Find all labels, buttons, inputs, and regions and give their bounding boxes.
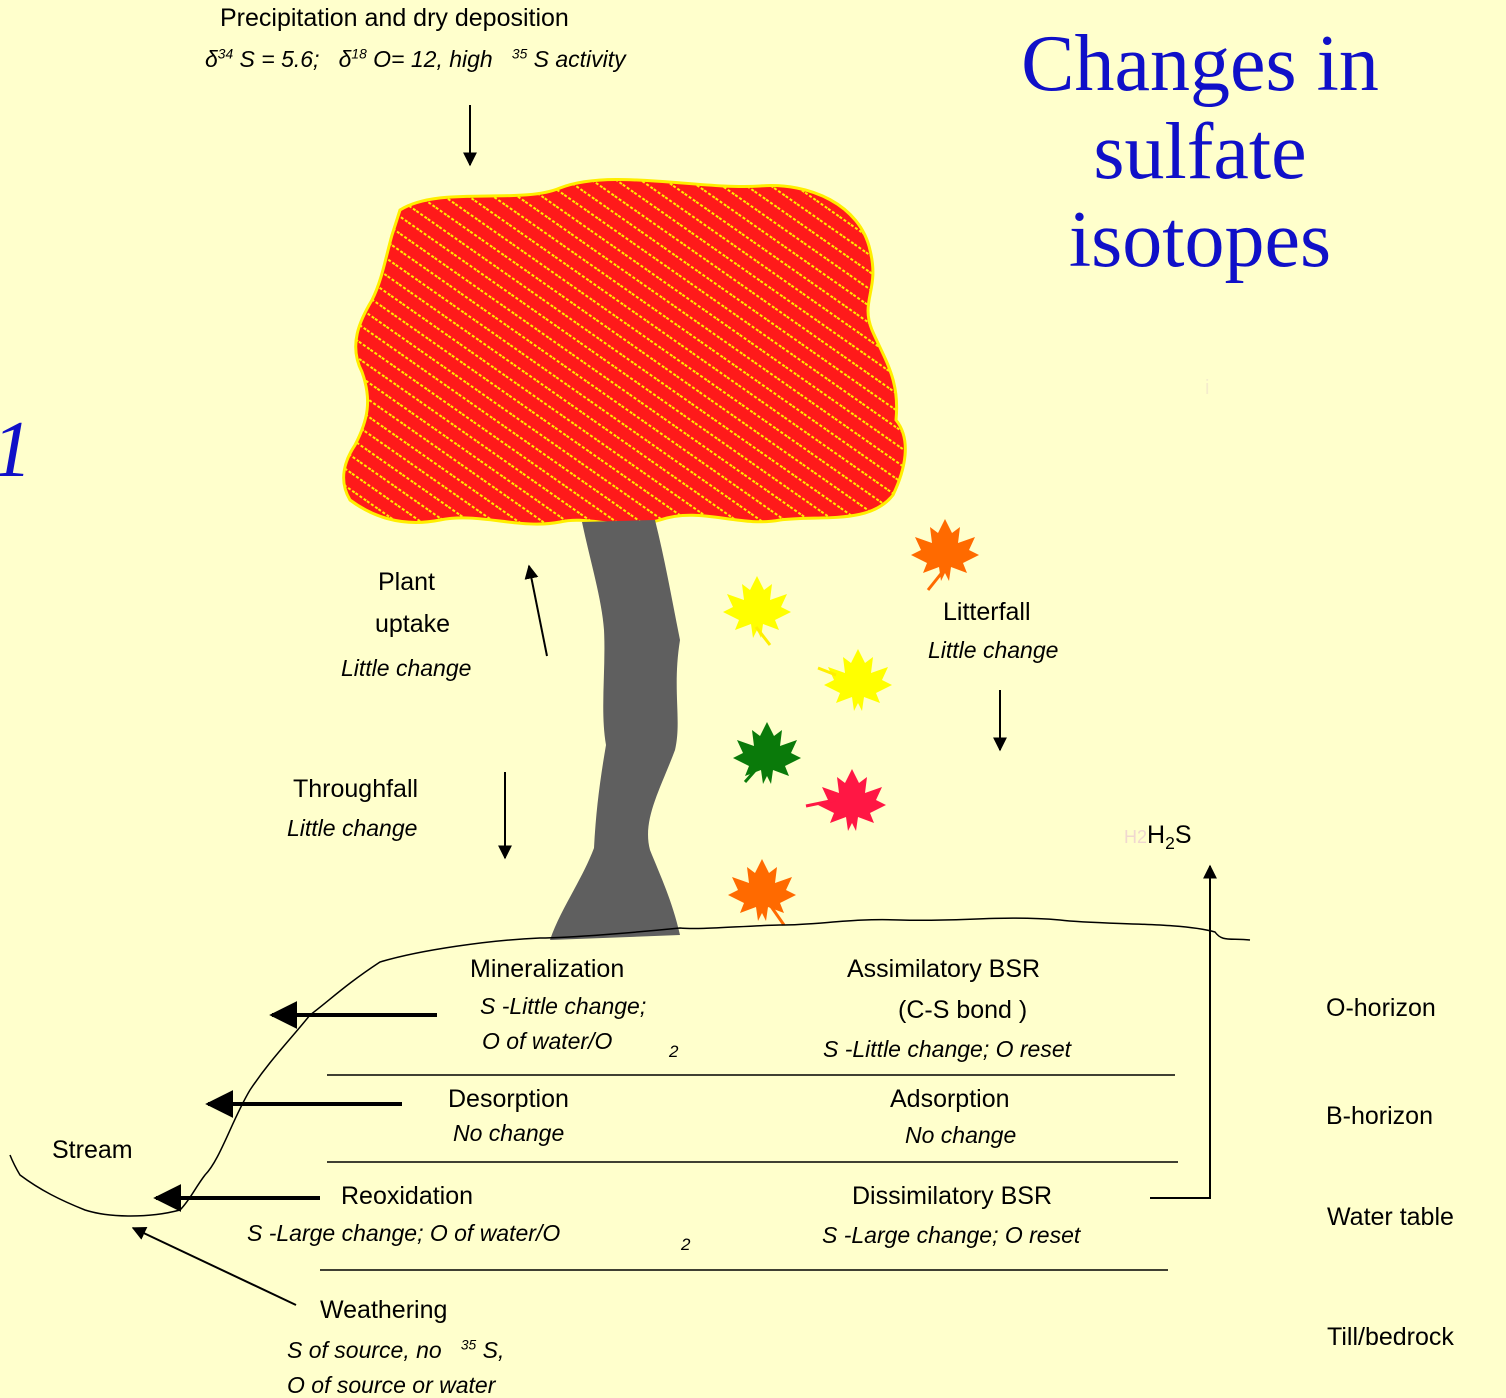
h2s-label: H2H2S: [1124, 823, 1192, 848]
h2s-s: S: [1175, 821, 1192, 849]
delta-18-symbol: δ: [339, 46, 352, 72]
tree-trunk: [550, 520, 680, 940]
adsorption-label: Adsorption: [890, 1087, 1010, 1112]
tree-canopy: [344, 179, 906, 524]
precipitation-isotopes: δ34 S = 5.6; δ18 O= 12, high 35 S activi…: [205, 48, 626, 71]
h2s-arrow: [1150, 866, 1210, 1198]
assimilatory-note: S -Little change; O reset: [823, 1038, 1071, 1061]
dissimilatory-label: Dissimilatory BSR: [852, 1184, 1052, 1209]
horizon-label-b: B-horizon: [1326, 1104, 1433, 1129]
litterfall-label: Litterfall: [943, 600, 1031, 625]
left-edge-fragment: 1: [0, 410, 32, 490]
delta-34-symbol: δ: [205, 46, 218, 72]
reoxidation-note-subscript: 2: [681, 1236, 690, 1253]
delta-34-value: S = 5.6;: [233, 46, 319, 72]
leaf-orange-top: [911, 519, 979, 590]
title-line-1: Changes in: [930, 20, 1470, 108]
leaf-yellow-1: [723, 576, 791, 645]
weathering-s35-superscript: 35: [461, 1337, 476, 1352]
weathering-s35: S,: [476, 1337, 504, 1363]
horizon-label-water-table: Water table: [1327, 1205, 1454, 1230]
reoxidation-note: S -Large change; O of water/O: [247, 1222, 560, 1245]
s35-superscript: 35: [512, 46, 527, 61]
stray-mark: i: [1205, 378, 1209, 398]
stream-label: Stream: [52, 1138, 133, 1163]
weathering-source: S of source, no: [287, 1337, 442, 1363]
plant-uptake-line-1: Plant: [378, 570, 435, 595]
title-line-3: isotopes: [930, 196, 1470, 284]
horizon-label-o: O-horizon: [1326, 996, 1436, 1021]
leaf-orange-ground: [728, 859, 796, 925]
mineralization-note-subscript: 2: [669, 1043, 678, 1060]
precipitation-label: Precipitation and dry deposition: [220, 6, 569, 31]
weathering-note-1: S of source, no 35 S,: [287, 1339, 504, 1362]
throughfall-note: Little change: [287, 817, 417, 840]
h2s-faint: H2: [1124, 827, 1147, 847]
desorption-label: Desorption: [448, 1087, 569, 1112]
plant-uptake-line-2: uptake: [375, 612, 450, 637]
delta-18-value: O= 12, high: [367, 46, 493, 72]
throughfall-label: Throughfall: [293, 777, 418, 802]
mineralization-note-1: S -Little change;: [480, 995, 646, 1018]
horizon-label-till-bedrock: Till/bedrock: [1327, 1325, 1454, 1350]
plant-uptake-arrow: [529, 566, 547, 656]
ground-surface: [10, 918, 1250, 1216]
plant-uptake-note: Little change: [341, 657, 471, 680]
assimilatory-label: Assimilatory BSR: [847, 957, 1040, 982]
reoxidation-label: Reoxidation: [341, 1184, 473, 1209]
h2s-h: H: [1147, 821, 1165, 849]
diagram-title: Changes in sulfate isotopes: [930, 20, 1470, 284]
mineralization-label: Mineralization: [470, 957, 624, 982]
weathering-note-2: O of source or water: [287, 1374, 495, 1397]
delta-34-superscript: 34: [218, 46, 233, 61]
leaf-yellow-2: [818, 649, 892, 711]
leaf-red: [806, 769, 886, 831]
h2s-subscript: 2: [1165, 833, 1175, 853]
litterfall-note: Little change: [928, 639, 1058, 662]
leaf-green: [733, 722, 801, 784]
dissimilatory-note: S -Large change; O reset: [822, 1224, 1080, 1247]
desorption-note: No change: [453, 1122, 564, 1145]
weathering-label: Weathering: [320, 1298, 447, 1323]
adsorption-note: No change: [905, 1124, 1016, 1147]
mineralization-note-2: O of water/O: [482, 1030, 612, 1053]
title-line-2: sulfate: [930, 108, 1470, 196]
s35-value: S activity: [527, 46, 625, 72]
delta-18-superscript: 18: [351, 46, 366, 61]
assimilatory-bond: (C-S bond ): [898, 998, 1027, 1023]
